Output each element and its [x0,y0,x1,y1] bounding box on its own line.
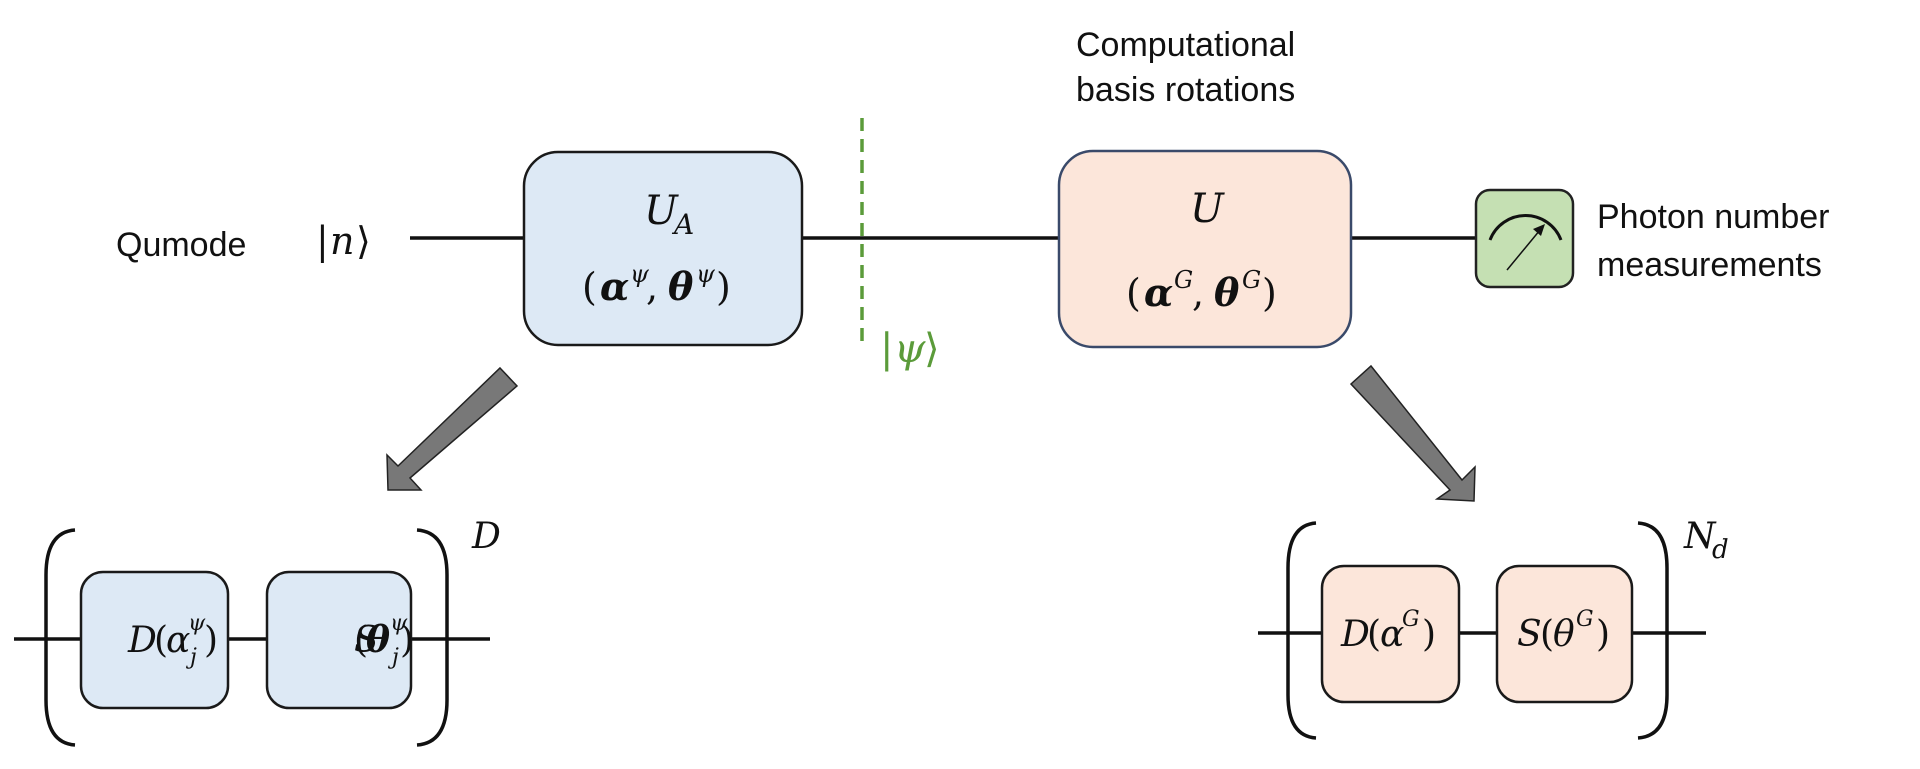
expand-arrow-right-icon [1349,364,1476,502]
gate-arg: θ [1553,614,1575,655]
measurement-label-line2: measurements [1597,246,1822,284]
gate-open: ( [154,620,168,661]
displacement-gate-g-box[interactable] [1320,564,1461,704]
gate-arg-sup: ψ [390,611,408,636]
displacement-gate-psi[interactable]: D ( α ψ j ) [79,570,230,710]
rotation-gate[interactable]: U ( α G , θ G ) [1057,149,1353,349]
measurement-label-line1: Photon number [1597,198,1830,236]
squeezing-gate-psi[interactable]: S ( θ ψ j ) [265,570,414,710]
state-ket: | ψ ⟩ [880,326,940,372]
rotation-param-alpha-sup: G [1174,266,1193,294]
ansatz-param-theta: θ [668,264,694,309]
gate-arg-sup: G [1402,607,1420,632]
squeezing-gate-psi-box[interactable] [265,570,413,710]
rotation-title-line1: Computational [1076,26,1295,64]
rotation-repeat-count-sub: d [1712,535,1729,565]
rotation-gate-name: U [1190,186,1225,232]
ansatz-params-close: ) [716,265,731,309]
ansatz-params-sep: , [646,265,658,309]
rotation-params-sep: , [1192,271,1204,315]
state-ket-close: ⟩ [924,326,940,372]
rotation-param-theta: θ [1214,270,1240,315]
ansatz-decomposition: D D ( α ψ j ) S ( θ ψ j ) [14,516,501,747]
measurement-box[interactable] [1474,188,1575,289]
state-ket-open: | [880,326,893,372]
ket-close: ⟩ [356,219,371,263]
right-bracket-open [1286,521,1317,740]
rotation-repeat-count: N [1683,516,1717,557]
ansatz-param-alpha: α [600,264,629,309]
gate-arg: θ [366,619,390,661]
ansatz-param-theta-sup: ψ [696,260,716,288]
gate-name: S [354,620,379,661]
qumode-label: Qumode [116,226,246,264]
ansatz-repeat-count: D [471,516,501,557]
expand-arrow-left-icon [386,366,519,491]
rotation-param-theta-sup: G [1242,266,1261,294]
ket-open: | [316,219,329,263]
ansatz-gate-box[interactable] [522,150,804,347]
ansatz-gate-name: U [644,188,679,234]
rotation-params-open: ( [1126,271,1141,315]
gate-arg-sup: ψ [188,611,206,636]
left-bracket-close [416,528,449,747]
gate-open: ( [1540,614,1554,655]
gate-arg: α [1380,614,1404,655]
gate-name: D [1340,614,1370,655]
meter-icon [1488,214,1563,271]
displacement-gate-psi-box[interactable] [79,570,230,710]
ansatz-gate[interactable]: U A ( α ψ , θ ψ ) [522,150,804,347]
gate-name: S [1517,614,1542,655]
state-ket-symbol: ψ [894,326,926,372]
rotation-decomposition: N d D ( α G ) S ( θ G ) [1258,516,1729,740]
gate-arg-sup: G [1576,607,1594,632]
rotation-param-alpha: α [1144,270,1173,315]
left-bracket-open [44,528,76,747]
rotation-title-line2: basis rotations [1076,71,1295,109]
squeezing-gate-g-box[interactable] [1495,564,1634,704]
displacement-gate-g[interactable]: D ( α G ) [1320,564,1461,704]
main-circuit: Qumode | n ⟩ U A ( α ψ , θ ψ ) | ψ ⟩ [116,26,1830,372]
gate-open: ( [354,620,368,661]
gate-close: ) [1422,614,1436,655]
gate-close: ) [1596,614,1610,655]
rotation-gate-box[interactable] [1057,149,1353,349]
right-bracket-close [1637,521,1669,740]
rotation-params-close: ) [1262,271,1277,315]
gate-name: D [127,620,157,661]
gate-arg: α [166,620,190,661]
gate-open: ( [1367,614,1381,655]
ansatz-param-alpha-sup: ψ [630,260,650,288]
ansatz-gate-subscript: A [671,208,694,241]
ansatz-params-open: ( [582,265,597,309]
squeezing-gate-g[interactable]: S ( θ G ) [1495,564,1634,704]
ket-symbol: n [330,219,354,263]
gate-close: ) [400,620,414,661]
measurement-gate[interactable] [1474,188,1575,289]
gate-close: ) [204,620,218,661]
input-ket: | n ⟩ [316,219,371,263]
